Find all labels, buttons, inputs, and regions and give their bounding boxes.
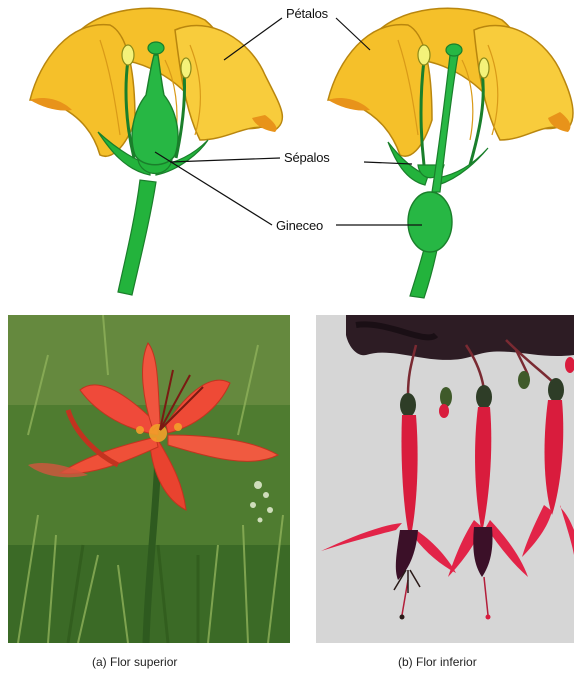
photo-lily-superior-flower xyxy=(8,315,290,643)
flower-superior-ovary-icon xyxy=(30,8,282,295)
caption-b-text: Flor inferior xyxy=(416,655,477,669)
flower-inferior-ovary-icon xyxy=(328,8,573,298)
caption-a-marker: (a) xyxy=(92,655,107,669)
caption-inferior-flower: (b) Flor inferior xyxy=(398,655,477,669)
caption-b-marker: (b) xyxy=(398,655,413,669)
caption-a-text: Flor superior xyxy=(110,655,177,669)
label-sepals: Sépalos xyxy=(284,150,330,165)
label-gynoecium: Gineceo xyxy=(276,218,323,233)
caption-superior-flower: (a) Flor superior xyxy=(92,655,177,669)
leader-line-gynoecium-left xyxy=(155,152,272,225)
leader-line-petals-right xyxy=(336,18,370,50)
label-petals: Pétalos xyxy=(286,6,328,21)
photo-fuchsia-inferior-flower xyxy=(316,315,574,643)
